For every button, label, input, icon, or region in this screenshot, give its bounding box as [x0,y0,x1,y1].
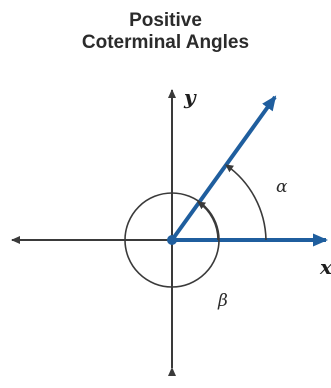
inner-angle-arc [197,201,219,241]
terminal-side-ray [170,95,277,242]
origin-point [167,235,177,245]
alpha-angle-arc [225,164,267,241]
title-line-1: Positive [129,10,202,31]
beta-angle-circle [124,192,220,288]
title-line-2: Coterminal Angles [81,32,250,53]
y-axis-label: y [183,85,197,109]
x-axis-label: x [319,255,331,279]
alpha-label: α [276,177,288,197]
beta-label: β [217,291,228,311]
